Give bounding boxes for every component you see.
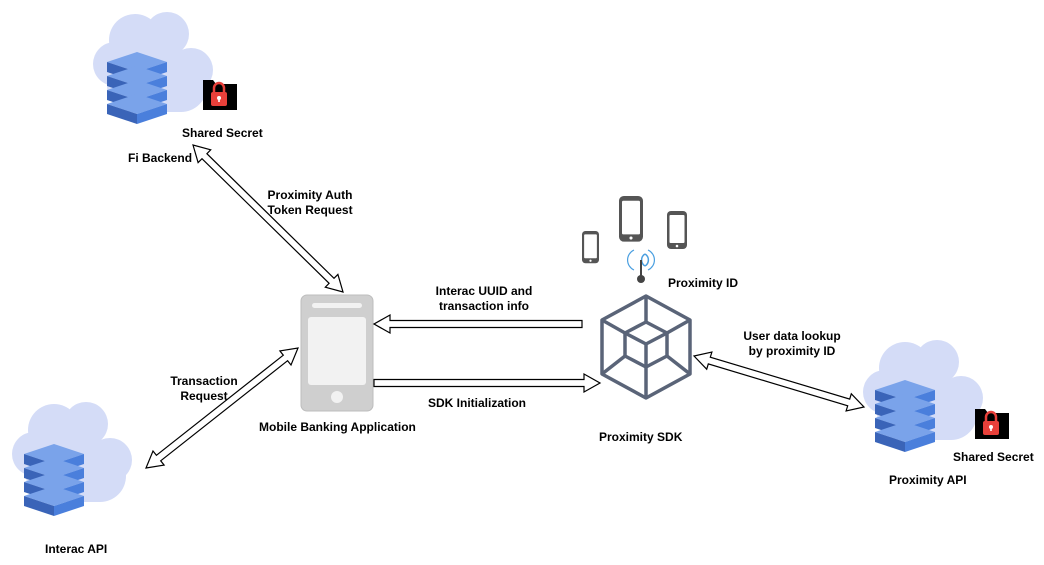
uuid-info-line-1: Interac UUID and [435,284,533,298]
transaction-line-2: Request [180,389,228,403]
arrow-transaction-request [145,347,299,469]
proximity-sdk-label: Proximity SDK [599,430,683,444]
auth-token-line-1: Proximity Auth [267,188,353,202]
arrow-auth-token-request [192,144,344,293]
proximity-api-lock-icon [973,407,1011,441]
user-lookup-line-1: User data lookup [743,329,841,343]
fi-backend-shared-secret-label: Shared Secret [182,126,263,140]
interac-api-cloud-server-icon [12,402,132,516]
arrow-sdk-initialization [373,372,602,394]
mobile-phone-icon [300,294,374,412]
interac-api-label: Interac API [45,542,108,556]
fi-backend-cloud-server-icon [93,12,213,124]
sdk-init-label: SDK Initialization [428,396,527,410]
signal-beacon-icon [626,249,656,283]
smartphone-icon [619,196,643,242]
arrow-uuid-transaction-info [372,313,583,335]
transaction-line-1: Transaction [170,374,238,388]
fi-backend-lock-icon [201,78,239,112]
auth-token-request-label: Proximity Auth Token Request [262,188,358,218]
fi-backend-label: Fi Backend [128,151,193,165]
auth-token-line-2: Token Request [267,203,353,217]
proximity-id-label: Proximity ID [668,276,739,290]
transaction-request-label: Transaction Request [156,374,252,404]
proximity-api-label: Proximity API [889,473,967,487]
smartphone-icon [667,211,687,249]
smartphone-icon [582,231,599,264]
mobile-app-label: Mobile Banking Application [259,420,416,434]
user-lookup-label: User data lookup by proximity ID [735,329,849,359]
arrow-user-data-lookup [692,351,866,412]
sdk-cube-icon [600,294,692,400]
uuid-info-line-2: transaction info [438,299,529,313]
proximity-api-cloud-server-icon [863,340,983,452]
user-lookup-line-2: by proximity ID [748,344,836,358]
uuid-info-label: Interac UUID and transaction info [428,284,540,314]
proximity-api-shared-secret-label: Shared Secret [953,450,1034,464]
